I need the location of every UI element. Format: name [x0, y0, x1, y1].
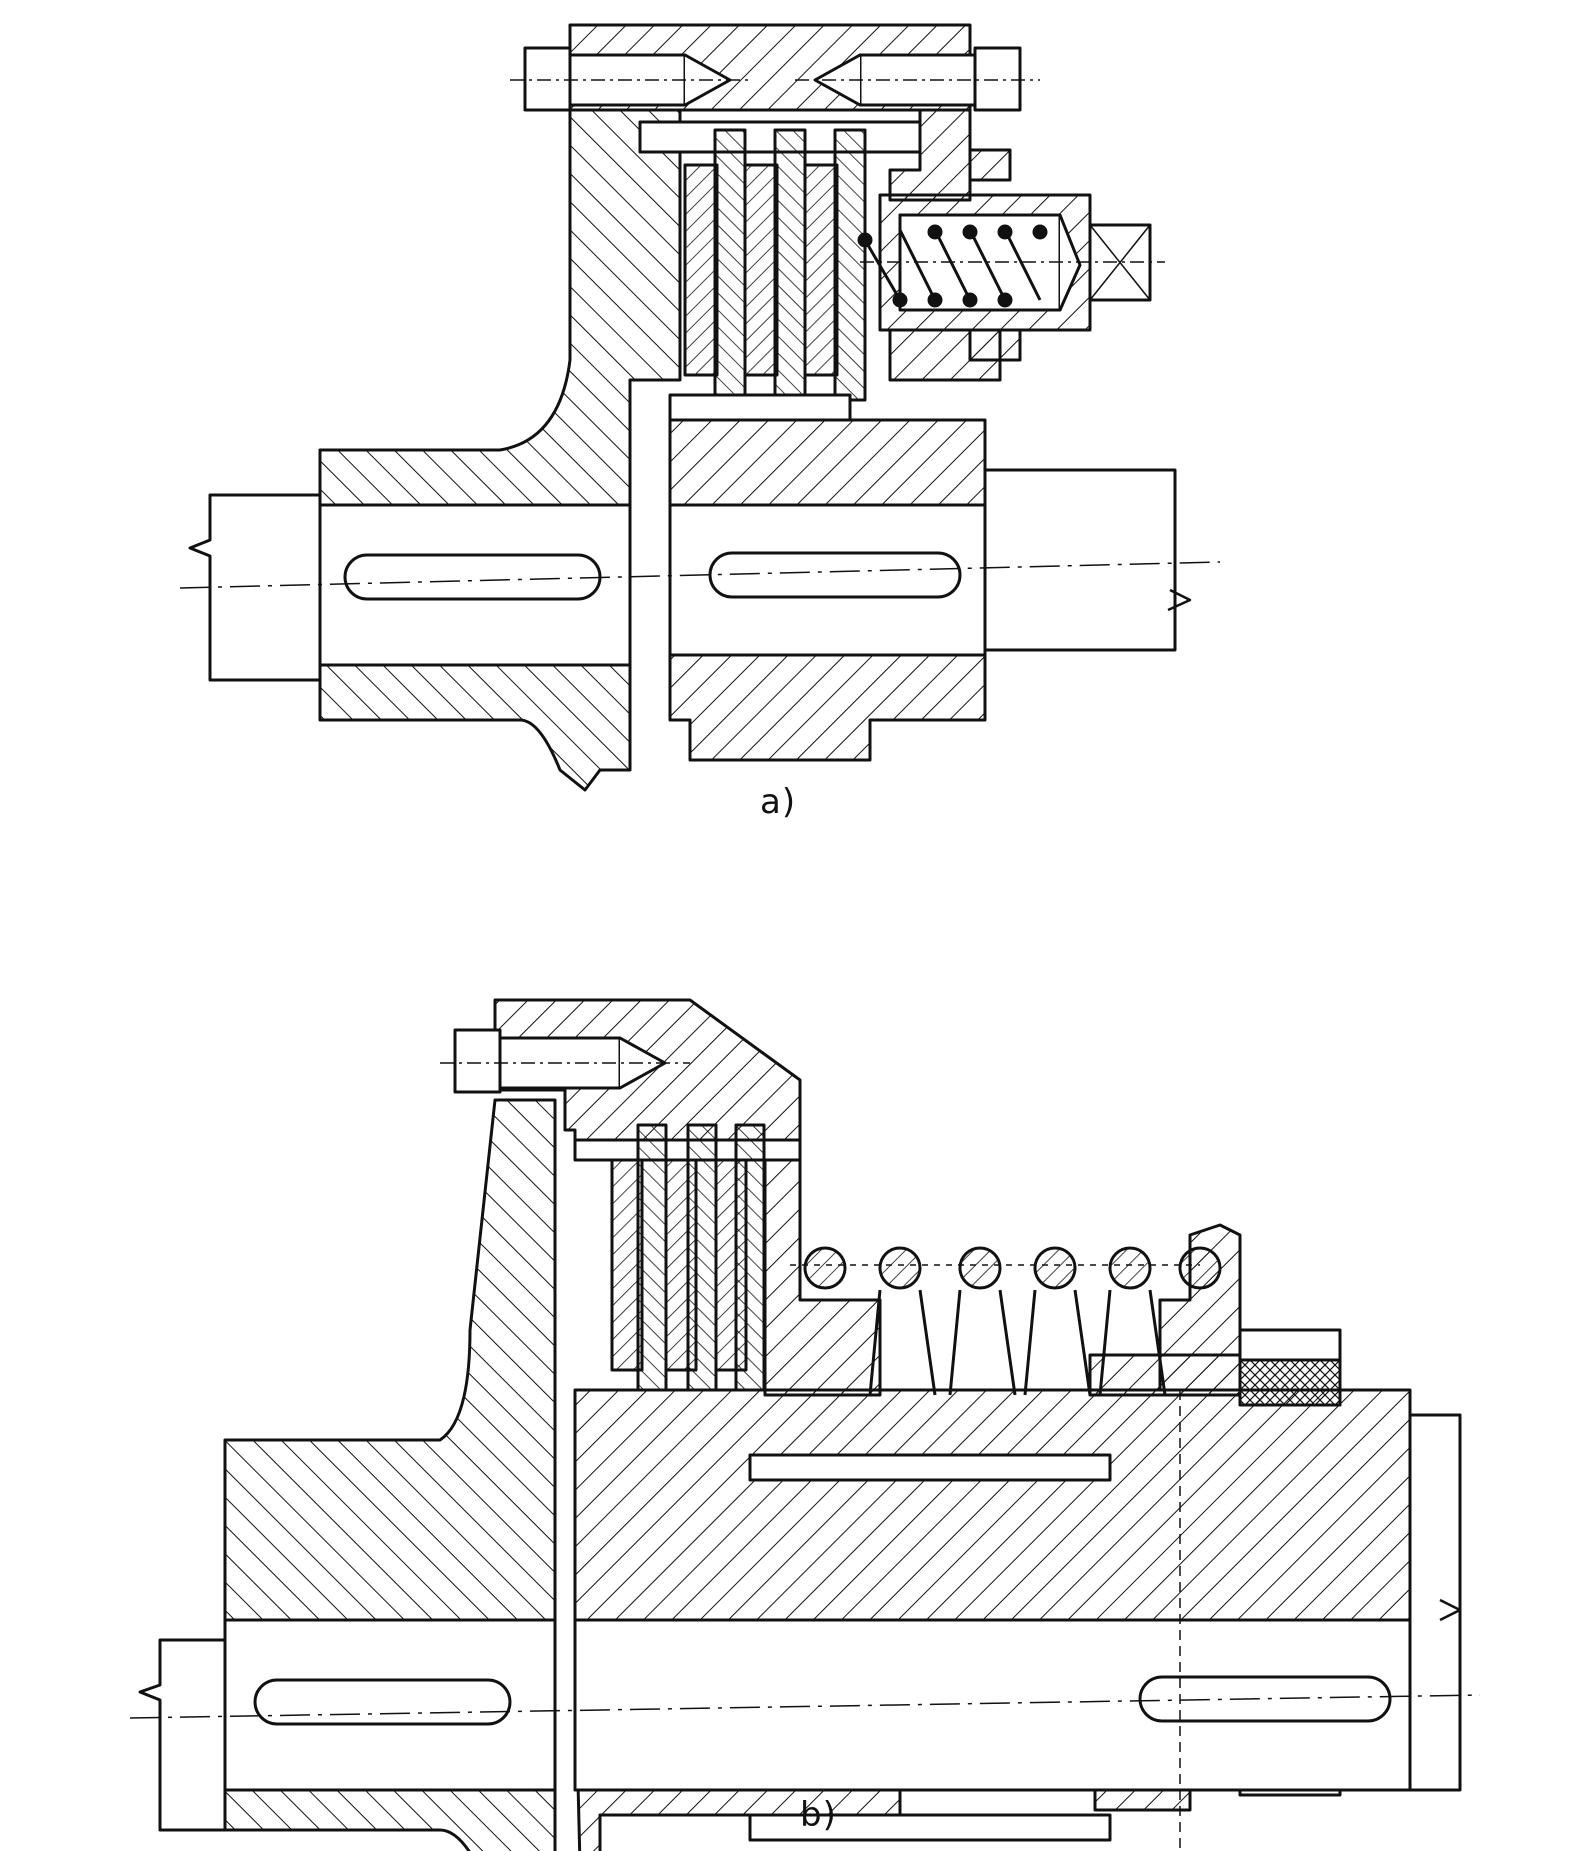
left-shaft [188, 493, 320, 682]
right-hub [668, 418, 987, 507]
axis-centerline-b [129, 1694, 1481, 1719]
sleeve-b [573, 1388, 1412, 1622]
left-shaft-b [138, 1638, 225, 1832]
right-shaft-b [1410, 1413, 1462, 1792]
figure-a-clutch [179, 23, 1221, 792]
right-bolt [795, 46, 1040, 112]
right-shaft [985, 468, 1177, 652]
left-hub [318, 108, 682, 507]
friction-plates [683, 128, 867, 402]
figure-caption-b: b) [800, 1795, 837, 1835]
left-bolt [510, 46, 750, 112]
bolt-b [440, 1028, 690, 1094]
left-hub-b [223, 1098, 557, 1622]
coil-spring-a [857, 224, 1048, 308]
friction-plates-b [610, 1123, 766, 1392]
axis-centerline-a [179, 561, 1221, 589]
figure-b-clutch [129, 998, 1481, 1851]
figure-caption-a: a) [760, 782, 797, 822]
spring-housing [860, 193, 1165, 332]
